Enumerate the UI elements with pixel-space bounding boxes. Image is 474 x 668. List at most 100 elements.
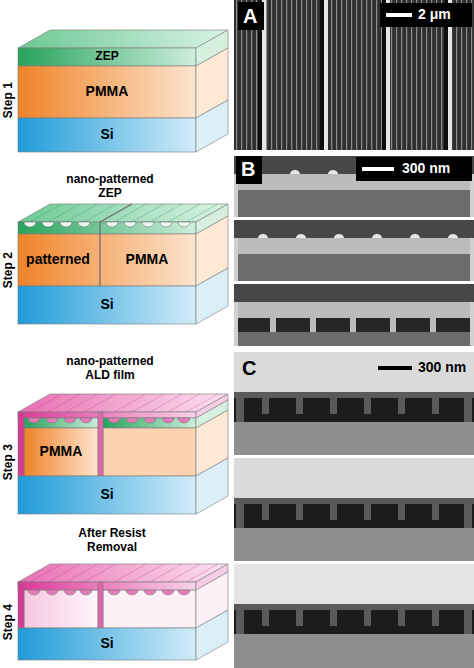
scale-patch bbox=[356, 157, 472, 181]
layer-box: Si bbox=[18, 628, 196, 660]
step4-stack bbox=[18, 564, 228, 660]
layer-box: Si bbox=[18, 286, 196, 324]
panel-letter: C bbox=[242, 356, 256, 380]
layer-box: Si bbox=[18, 118, 196, 152]
si-front-face bbox=[18, 286, 196, 324]
sem-slice bbox=[234, 156, 474, 217]
sem-teeth bbox=[236, 392, 472, 422]
step-label: Step 1 bbox=[1, 65, 15, 135]
ald-top-face bbox=[18, 394, 228, 412]
sem-teeth bbox=[270, 318, 436, 332]
zep-front-face bbox=[18, 48, 196, 66]
ald-grooves bbox=[30, 564, 218, 582]
sem-walls bbox=[234, 302, 474, 346]
zep-scallops bbox=[24, 222, 190, 227]
si-front-face bbox=[18, 476, 196, 514]
layer-box: PMMA bbox=[18, 66, 196, 118]
sem-panel-c bbox=[234, 352, 474, 668]
sem-panel-a bbox=[234, 0, 474, 150]
ald-side-wall bbox=[18, 582, 24, 628]
layer-box: ZEP bbox=[18, 48, 196, 66]
scale-label: 300 nm bbox=[418, 359, 466, 376]
hollow-channel bbox=[103, 590, 196, 628]
sem-grating-image bbox=[234, 0, 474, 150]
scale-bar bbox=[386, 13, 412, 17]
sem-hollow bbox=[234, 498, 474, 528]
sem-teeth bbox=[236, 604, 472, 634]
hollow-channel bbox=[24, 590, 98, 628]
sem-slice bbox=[234, 284, 474, 346]
layer-label: Si bbox=[100, 636, 113, 651]
panel-letter: B bbox=[241, 157, 255, 181]
sem-film bbox=[234, 238, 474, 254]
step-label: Step 4 bbox=[1, 587, 15, 657]
sem-teeth bbox=[236, 498, 472, 528]
si-side-face bbox=[196, 458, 228, 514]
sem-bumps bbox=[258, 234, 458, 238]
si-side-face bbox=[196, 100, 228, 152]
scale-label: 2 μm bbox=[418, 6, 451, 23]
letter-patch bbox=[238, 2, 264, 30]
layer-box: Si bbox=[18, 476, 196, 514]
zep-top-face bbox=[18, 30, 228, 48]
sem-substrate bbox=[234, 634, 474, 668]
ald-middle-wall bbox=[98, 582, 103, 628]
layer-label: PMMA bbox=[86, 84, 129, 99]
sem-substrate bbox=[234, 422, 474, 455]
step-heading: After Resist Removal bbox=[62, 526, 162, 555]
ald-front-face bbox=[18, 412, 196, 418]
sem-substrate bbox=[234, 332, 474, 346]
layer-box: patternedPMMA bbox=[18, 234, 196, 286]
pmma-front-face bbox=[24, 428, 98, 476]
sem-film bbox=[234, 604, 474, 610]
sem-hollow bbox=[234, 604, 474, 634]
letter-patch bbox=[236, 156, 262, 184]
step3-stack bbox=[18, 394, 228, 514]
sem-substrate bbox=[234, 528, 474, 561]
scale-bar bbox=[378, 366, 412, 370]
panel-letter: A bbox=[243, 4, 257, 28]
layer-label: PMMA bbox=[98, 252, 196, 267]
zep-top-face bbox=[18, 204, 228, 222]
step2-stack bbox=[18, 204, 228, 324]
sem-film bbox=[234, 392, 474, 398]
sem-hollow bbox=[234, 392, 474, 422]
layer-label: patterned bbox=[18, 252, 98, 267]
layer-label: Si bbox=[100, 487, 113, 502]
layer-label: PMMA bbox=[40, 444, 83, 459]
sem-panel-b bbox=[234, 156, 474, 346]
layer-box: PMMA bbox=[24, 428, 98, 476]
si-front-face bbox=[18, 628, 196, 660]
step-heading: nano-patterned ZEP bbox=[60, 172, 160, 201]
pmma-front-face bbox=[18, 234, 196, 286]
sem-slice bbox=[234, 220, 474, 281]
sem-substrate bbox=[234, 254, 474, 281]
layer-label: Si bbox=[100, 297, 113, 312]
scale-bar bbox=[362, 167, 394, 171]
sem-slice bbox=[234, 352, 474, 455]
scale-label: 300 nm bbox=[402, 160, 450, 177]
sem-substrate bbox=[234, 190, 474, 217]
step-label: Step 2 bbox=[1, 235, 15, 305]
layer-label: Si bbox=[100, 127, 113, 142]
sem-slice bbox=[234, 458, 474, 561]
sem-walls bbox=[234, 238, 474, 281]
ald-middle-wall bbox=[98, 412, 103, 476]
ald-scallops bbox=[28, 418, 190, 423]
pmma-front-face bbox=[103, 428, 196, 476]
step1-stack bbox=[18, 30, 228, 152]
si-side-face bbox=[196, 610, 228, 660]
pattern-boundary bbox=[100, 204, 132, 286]
sem-film bbox=[234, 302, 474, 318]
sem-hollow bbox=[238, 318, 470, 332]
sem-slice bbox=[234, 564, 474, 668]
si-front-face bbox=[18, 118, 196, 152]
sem-film bbox=[234, 498, 474, 504]
zep-front-face bbox=[18, 222, 196, 234]
ald-side-wall bbox=[18, 412, 24, 476]
ald-front-face bbox=[18, 582, 196, 590]
ald-grooves bbox=[30, 394, 218, 412]
si-side-face bbox=[196, 268, 228, 324]
